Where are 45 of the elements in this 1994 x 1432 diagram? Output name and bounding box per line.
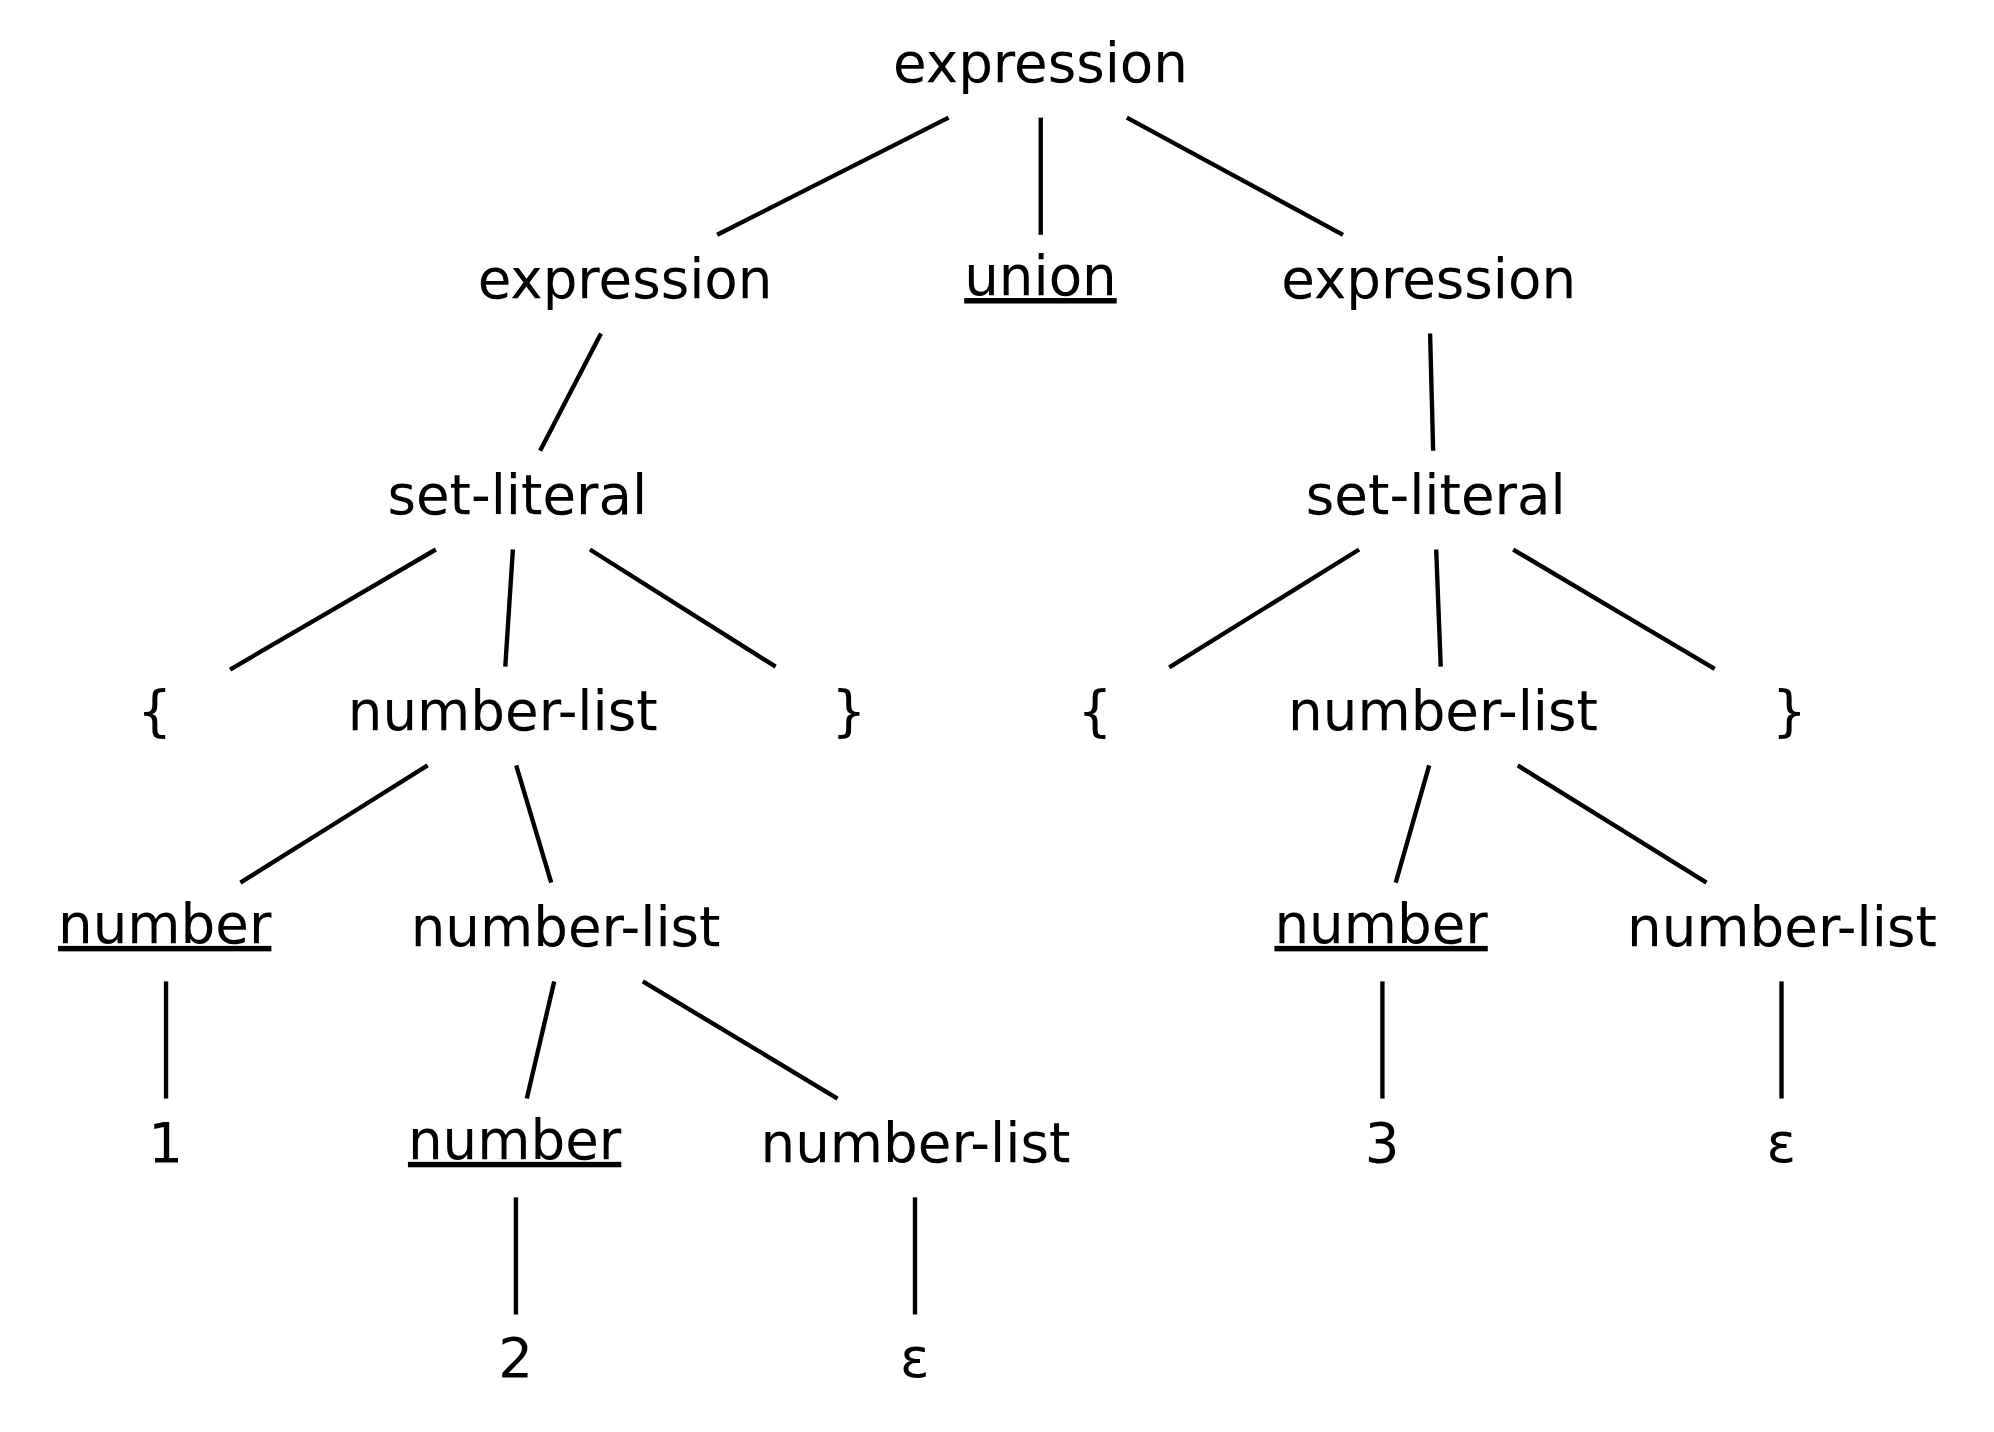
connector — [239, 763, 429, 885]
connector — [1038, 117, 1043, 235]
node-text: expression — [1281, 246, 1577, 311]
node-text: union — [964, 244, 1117, 309]
node-text: expression — [477, 246, 773, 311]
node-text: set-literal — [1305, 462, 1566, 527]
node-text: } — [831, 678, 867, 743]
connector — [1427, 333, 1436, 451]
connector — [503, 549, 516, 667]
node-text: number-list — [1627, 894, 1937, 959]
node-text: number-list — [1288, 678, 1598, 743]
connector — [1516, 763, 1708, 885]
node-text: number — [1274, 891, 1488, 956]
node-text: number — [58, 891, 272, 956]
node-text: number-list — [760, 1110, 1071, 1175]
node-text: } — [1771, 678, 1807, 743]
connector — [1434, 549, 1443, 667]
connector — [513, 1197, 519, 1315]
node-text: { — [1077, 678, 1113, 743]
connector — [1393, 764, 1432, 884]
connector — [538, 332, 603, 452]
node-text: 2 — [498, 1326, 533, 1391]
node-text: set-literal — [387, 462, 648, 527]
node-text: expression — [893, 30, 1188, 95]
connector — [912, 1197, 918, 1315]
connector — [1125, 115, 1344, 237]
connector — [228, 547, 437, 672]
node-text: { — [137, 678, 173, 743]
node-text: 3 — [1364, 1110, 1400, 1175]
connector — [1168, 547, 1361, 670]
node-text: ε — [1766, 1110, 1797, 1175]
connector — [641, 979, 839, 1101]
node-text: number-list — [410, 894, 721, 959]
connector — [524, 980, 557, 1100]
connector — [588, 547, 777, 669]
connector — [163, 981, 169, 1099]
node-text: 1 — [148, 1110, 184, 1175]
connector — [514, 764, 554, 884]
connector — [1512, 547, 1716, 671]
connector — [1380, 981, 1385, 1099]
node-text: number-list — [347, 678, 658, 743]
node-text: ε — [899, 1326, 930, 1391]
connector — [716, 115, 950, 237]
node-text: number — [407, 1107, 622, 1172]
connector — [1779, 981, 1784, 1099]
